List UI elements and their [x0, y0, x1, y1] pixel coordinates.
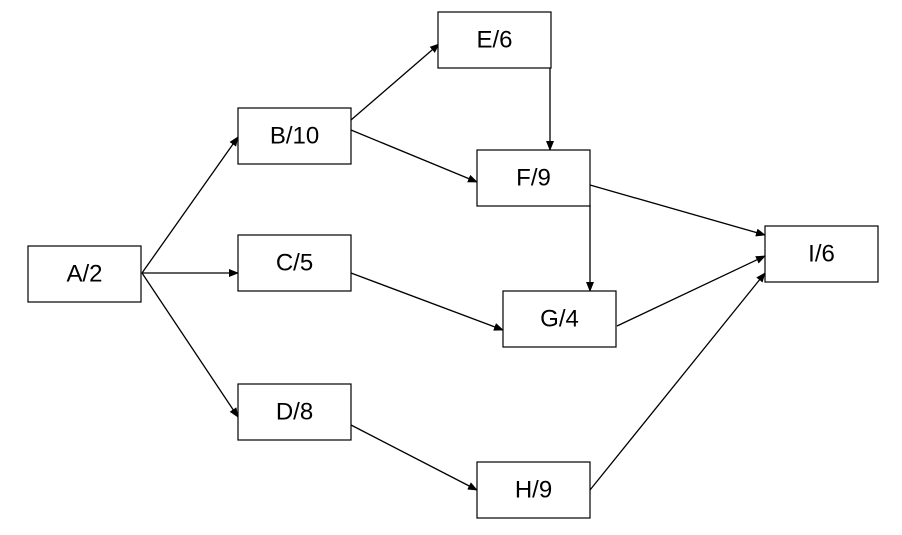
node-i[interactable]: I/6	[764, 225, 879, 283]
edges	[141, 43, 766, 491]
node-i-label: I/6	[808, 241, 835, 268]
nodes: A/2 B/10 C/5 D/8 E/6 F/9 G/4 H/9	[27, 11, 879, 519]
node-h[interactable]: H/9	[476, 461, 591, 519]
edge-g-to-i	[616, 255, 766, 327]
node-f[interactable]: F/9	[476, 149, 591, 207]
edge-a-to-b	[141, 136, 239, 274]
node-g[interactable]: G/4	[502, 290, 617, 348]
edge-f-to-i	[589, 184, 766, 237]
node-e[interactable]: E/6	[437, 11, 552, 69]
node-b[interactable]: B/10	[237, 107, 352, 165]
node-c[interactable]: C/5	[237, 234, 352, 292]
node-d[interactable]: D/8	[237, 383, 352, 441]
edge-b-to-e	[350, 43, 440, 121]
node-c-label: C/5	[276, 250, 313, 277]
node-a-label: A/2	[66, 261, 102, 288]
edge-d-to-h	[350, 424, 478, 491]
node-d-label: D/8	[276, 399, 313, 426]
node-f-label: F/9	[516, 165, 551, 192]
edge-b-to-f	[350, 129, 478, 183]
node-e-label: E/6	[476, 27, 512, 54]
node-g-label: G/4	[540, 306, 579, 333]
node-b-label: B/10	[270, 123, 319, 150]
node-a[interactable]: A/2	[27, 245, 142, 303]
edge-a-to-d	[141, 272, 239, 418]
edge-c-to-g	[350, 272, 504, 331]
edge-h-to-i	[589, 272, 766, 491]
node-h-label: H/9	[515, 477, 552, 504]
